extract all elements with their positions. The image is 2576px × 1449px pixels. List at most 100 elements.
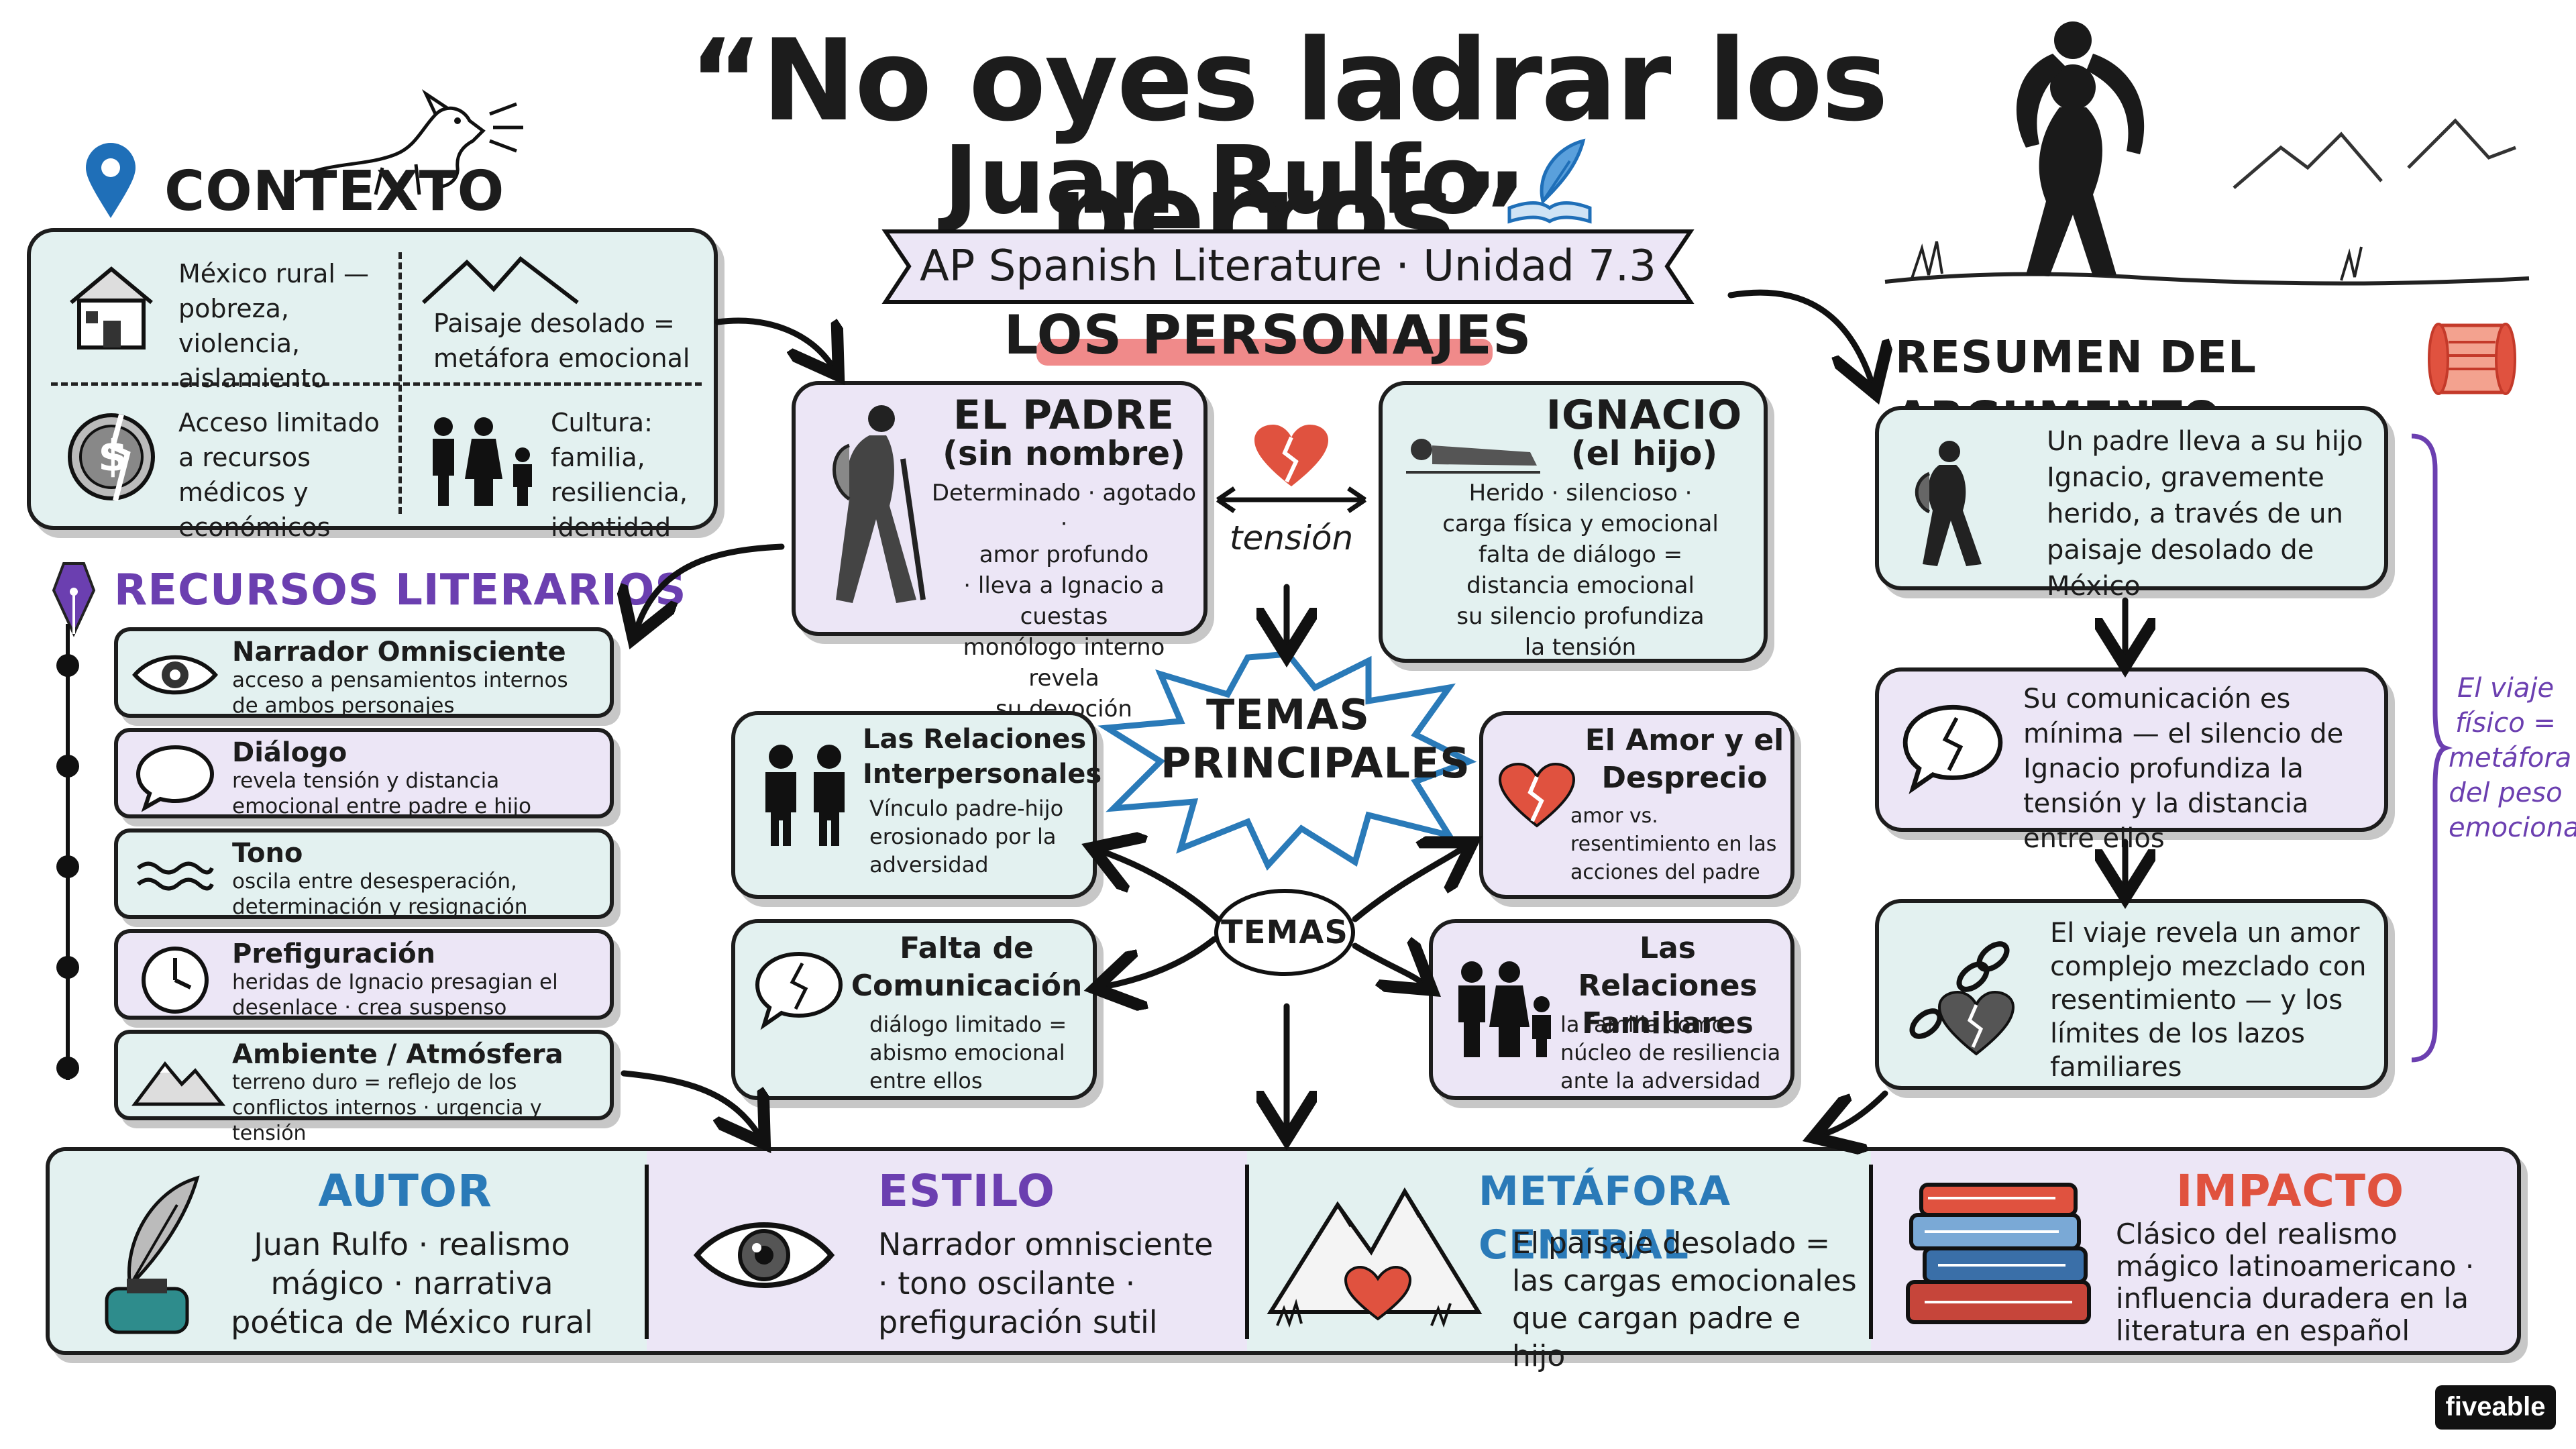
tema-desc: amor vs. resentimiento en las acciones d… [1570,804,1777,884]
broken-speech-icon [1902,704,2003,794]
recursos-heading: RECURSOS LITERARIOS [114,566,687,615]
brand-logo [2435,1385,2556,1430]
contexto-cell-4: Cultura: familia, resiliencia, identidad [551,408,688,542]
mountain-icon [131,1061,226,1106]
padre-line: monólogo interno revela [963,634,1165,692]
recurso-desc: revela tensión y distancia emocional ent… [232,769,531,818]
barking-dog-icon [294,89,523,195]
course-banner-shape [881,229,1695,304]
recurso-desc: acceso a pensamientos internos de ambos … [232,668,568,718]
bottom-text-metafora: El paisaje desolado = las cargas emocion… [1512,1226,1857,1373]
two-people-icon [765,745,845,846]
quill-book-icon [1507,138,1592,224]
eye-icon [693,1222,835,1288]
ignacio-line: su silencio profundiza [1456,603,1705,630]
family-icon [433,417,532,506]
recurso-title: Tono [232,838,303,869]
ignacio-card: IGNACIO (el hijo) Herido · silencioso · … [1379,381,1768,663]
bottom-heading-impacto: IMPACTO [2176,1165,2405,1217]
tema-title: Falta de Comunicación [851,931,1083,1003]
bottom-heading-metafora: METÁFORA CENTRAL [1479,1168,1731,1269]
resumen-step-text: El viaje revela un amor complejo mezclad… [2050,918,2367,1083]
father-carrying-son-illustration [1884,21,2530,286]
tension-double-arrow [1216,486,1366,513]
contexto-cell-3: Acceso limitado a recursos médicos y eco… [178,408,380,542]
walking-man-carrying-icon [1915,441,1982,566]
quill-inkwell-icon [105,1175,200,1334]
recurso-item-dialogo: Diálogo revela tensión y distancia emoci… [114,728,614,818]
tema-card-amor-desprecio: El Amor y el Desprecio amor vs. resentim… [1479,711,1794,899]
recurso-item-ambiente: Ambiente / Atmósfera terreno duro = refl… [114,1030,614,1145]
resumen-step-1: Un padre lleva a su hijo Ignacio, gravem… [1875,406,2388,602]
recurso-desc: oscila entre desesperación, determinació… [232,869,528,919]
temas-burst-shape [1097,651,1477,871]
resumen-bracket [2411,433,2453,1063]
recurso-title: Ambiente / Atmósfera [232,1039,564,1070]
ignacio-line: la tensión [1524,634,1637,661]
ignacio-line: carga física y emocional [1442,511,1719,537]
broken-speech-icon [755,951,843,1030]
recurso-title: Prefiguración [232,938,436,969]
tema-desc: diálogo limitado = abismo emocional entr… [869,1012,1067,1093]
bottom-summary-bar: AUTOR Juan Rulfo · realismo mágico · nar… [46,1147,2521,1373]
recurso-item-tono: Tono oscila entre desesperación, determi… [114,828,614,919]
contexto-cell-1: México rural — pobreza, violencia, aisla… [178,259,370,393]
contexto-panel: México rural — pobreza, violencia, aisla… [27,228,718,542]
bottom-text-autor: Juan Rulfo · realismo mágico · narrativa… [231,1226,593,1340]
tema-desc: la familia como núcleo de resiliencia an… [1560,1012,1781,1093]
tension-label: tensión [1229,519,1354,557]
temas-burst-label: TEMAS PRINCIPALES [1161,690,1470,788]
contexto-cell-2: Paisaje desolado = metáfora emocional [433,309,690,373]
scroll-icon [2428,323,2516,395]
house-icon [70,266,153,350]
recurso-item-narrador: Narrador Omnisciente acceso a pensamient… [114,627,614,718]
stack-of-books-icon [1906,1183,2091,1324]
broken-coin-icon: $ [68,413,155,501]
temas-hub [1214,889,1355,976]
padre-name: EL PADRE [953,392,1175,439]
padre-card: EL PADRE (sin nombre) Determinado · agot… [792,381,1208,722]
ignacio-line: Herido · silencioso · [1468,480,1693,506]
resumen-step-3: El viaje revela un amor complejo mezclad… [1875,899,2388,1090]
broken-heart-icon [1498,763,1576,828]
location-pin-icon [86,143,136,218]
waves-icon [137,861,214,891]
tema-title: Las Relaciones Interpersonales [863,724,1102,790]
course-banner: AP Spanish Literature · Unidad 7.3 [920,241,1656,291]
speech-bubble-icon [136,745,215,812]
tema-card-falta-comunicacion: Falta de Comunicación diálogo limitado =… [731,919,1097,1100]
tema-card-interpersonales: Las Relaciones Interpersonales Vínculo p… [731,711,1102,899]
eye-icon [132,655,218,695]
family-icon [1458,961,1551,1057]
contexto-heading: CONTEXTO [164,160,505,223]
broken-heart-icon [1254,424,1328,486]
bottom-heading-estilo: ESTILO [878,1165,1056,1217]
author-subtitle: Juan Rulfo [943,126,1485,235]
personajes-heading: LOS PERSONAJES [1004,304,1532,366]
mountain-heart-icon [1267,1187,1483,1328]
bottom-text-impacto: Clásico del realismo mágico latinoameric… [2116,1218,2475,1347]
chain-heart-icon [1909,941,2015,1056]
resumen-step-text: Un padre lleva a su hijo Ignacio, gravem… [2047,426,2363,602]
tema-desc: Vínculo padre-hijo erosionado por la adv… [869,796,1064,877]
padre-sub: (sin nombre) [942,434,1185,473]
recurso-desc: heridas de Ignacio presagian el desenlac… [232,970,558,1020]
resumen-step-2: Su comunicación es mínima — el silencio … [1875,667,2388,854]
padre-line: · lleva a Ignacio a cuestas [963,572,1165,630]
recurso-title: Diálogo [232,737,347,768]
padre-line: amor profundo [979,541,1149,568]
ignacio-name: IGNACIO [1546,392,1743,439]
temas-hub-label: TEMAS [1220,914,1348,951]
ignacio-sub: (el hijo) [1570,434,1718,473]
clock-icon [142,947,209,1014]
mountains-icon [421,256,579,305]
pen-nib-icon [52,562,96,637]
bottom-text-estilo: Narrador omnisciente · tono oscilante · … [878,1226,1214,1340]
walking-man-icon [833,405,926,603]
recurso-title: Narrador Omnisciente [232,637,566,667]
brand-logo-text: fiveable [2445,1392,2546,1421]
tema-card-relaciones-familiares: Las Relaciones Familiares la familia com… [1429,919,1794,1100]
ignacio-line: distancia emocional [1466,572,1695,599]
ignacio-line: falta de diálogo = [1478,541,1683,568]
tema-title: Las Relaciones Familiares [1578,931,1758,1040]
